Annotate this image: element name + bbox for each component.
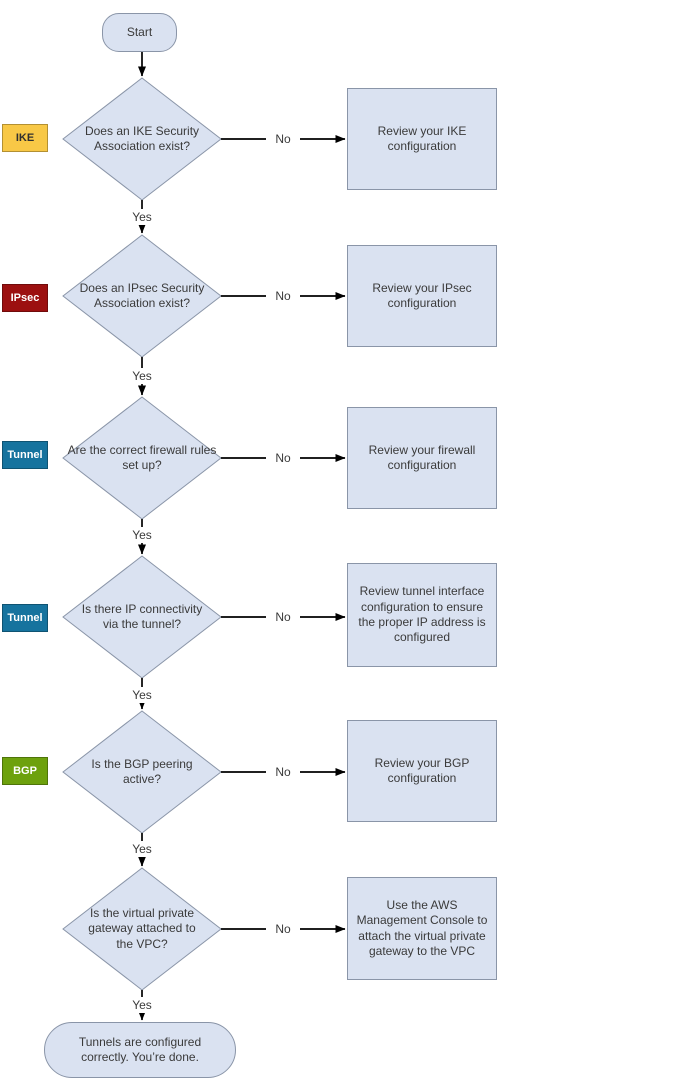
action-review-ike: Review your IKE configuration: [347, 88, 497, 190]
no-label-1: No: [266, 131, 300, 147]
no-label-4: No: [266, 609, 300, 625]
yes-label-6: Yes: [124, 997, 160, 1013]
yes-label-5: Yes: [124, 841, 160, 857]
no-label-3: No: [266, 450, 300, 466]
yes-label-1: Yes: [124, 209, 160, 225]
no-label-6: No: [266, 921, 300, 937]
action-attach-vgw: Use the AWS Management Console to attach…: [347, 877, 497, 980]
tag-ipsec: IPsec: [2, 284, 48, 312]
tag-bgp: BGP: [2, 757, 48, 785]
no-label-5: No: [266, 764, 300, 780]
question-bgp: Is the BGP peering active?: [91, 756, 193, 786]
action-review-tunnel-interface: Review tunnel interface configuration to…: [347, 563, 497, 667]
question-firewall: Are the correct firewall rules set up?: [67, 442, 217, 472]
question-vgw: Is the virtual private gateway attached …: [88, 905, 196, 951]
action-review-ipsec: Review your IPsec configuration: [347, 245, 497, 347]
tag-tunnel-2: Tunnel: [2, 604, 48, 632]
action-review-bgp: Review your BGP configuration: [347, 720, 497, 822]
question-tunnel-connectivity: Is there IP connectivity via the tunnel?: [81, 601, 203, 631]
tag-ike: IKE: [2, 124, 48, 152]
no-label-2: No: [266, 288, 300, 304]
action-review-firewall: Review your firewall configuration: [347, 407, 497, 509]
question-ike: Does an IKE Security Association exist?: [84, 123, 200, 153]
yes-label-2: Yes: [124, 368, 160, 384]
end-node: Tunnels are configured correctly. You’re…: [44, 1022, 236, 1078]
tag-tunnel-1: Tunnel: [2, 441, 48, 469]
question-ipsec: Does an IPsec Security Association exist…: [79, 280, 205, 310]
start-node: Start: [102, 13, 177, 52]
yes-label-4: Yes: [124, 687, 160, 703]
yes-label-3: Yes: [124, 527, 160, 543]
